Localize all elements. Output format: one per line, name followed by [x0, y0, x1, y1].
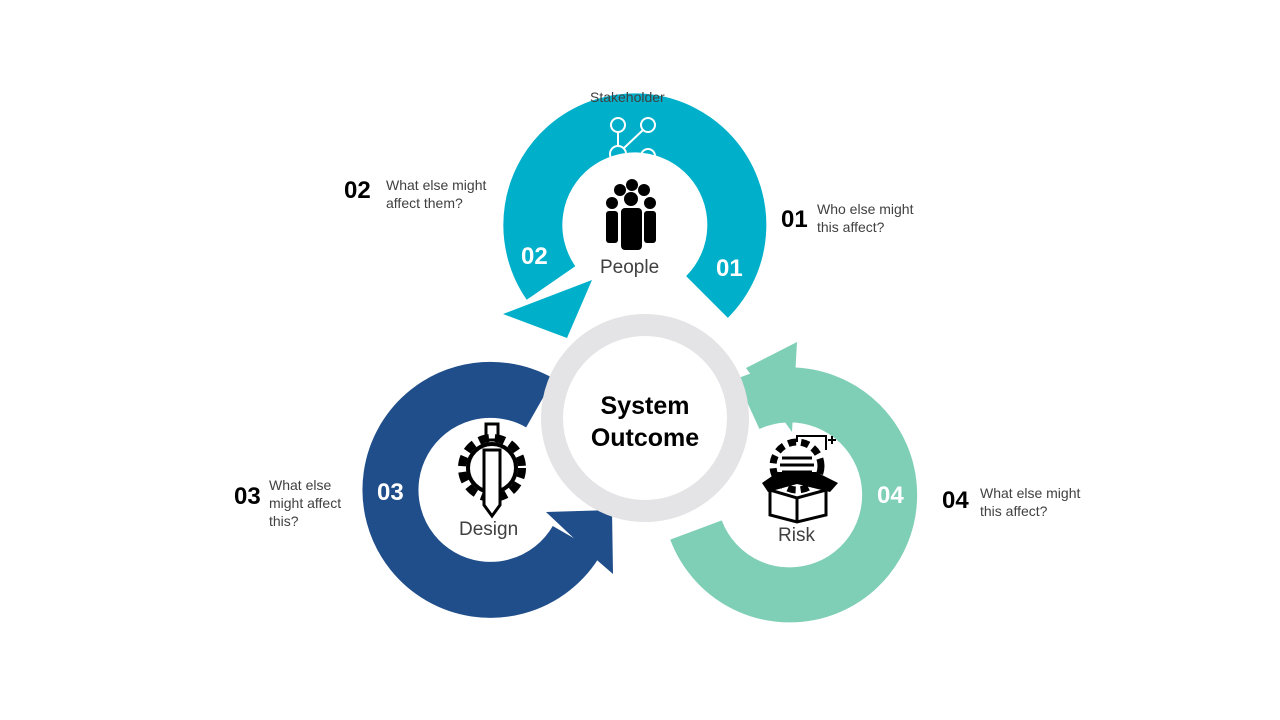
callout-04-number: 04 — [942, 487, 969, 514]
ring-number-03: 03 — [377, 479, 404, 506]
ring-number-02: 02 — [521, 243, 548, 270]
people-ring — [503, 93, 767, 318]
center-line-2: Outcome — [590, 424, 700, 452]
gear-pencil-icon — [458, 422, 526, 519]
box-gear-icon — [762, 435, 838, 524]
ring-number-01: 01 — [716, 255, 743, 282]
stakeholder-icon — [609, 117, 656, 164]
callout-02-number: 02 — [344, 177, 371, 204]
center-ring — [541, 314, 749, 522]
center-title: System Outcome — [560, 390, 730, 454]
callout-03-number: 03 — [234, 483, 261, 510]
risk-arrowhead — [746, 342, 797, 432]
design-label: Design — [459, 519, 519, 540]
people-group-icon — [606, 179, 656, 250]
people-label: People — [600, 257, 660, 278]
people-arrowhead — [503, 280, 592, 338]
risk-ring — [670, 367, 918, 623]
stakeholder-label: Stakeholder — [590, 89, 665, 105]
callout-01-number: 01 — [781, 206, 808, 233]
design-ring — [362, 361, 602, 618]
risk-label: Risk — [778, 525, 815, 546]
design-arrowhead — [546, 510, 613, 574]
ring-number-04: 04 — [877, 482, 904, 509]
center-line-1: System — [600, 392, 690, 420]
